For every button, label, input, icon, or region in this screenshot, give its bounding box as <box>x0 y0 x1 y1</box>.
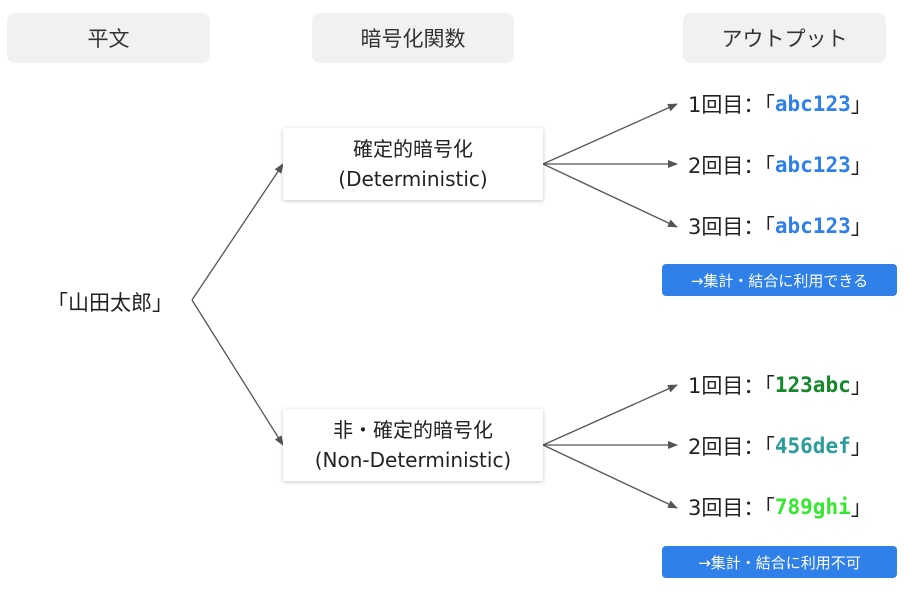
arrow-det-to-output-3 <box>542 163 678 228</box>
output-prefix: 1回目：「 <box>688 93 775 117</box>
header-output: アウトプット <box>683 13 886 63</box>
output-suffix: 」 <box>850 154 872 178</box>
output-suffix: 」 <box>850 374 872 398</box>
output-value: 123abc <box>774 373 851 397</box>
det-output-1: 1回目：「abc123」 <box>688 87 872 121</box>
output-value: abc123 <box>774 92 851 116</box>
header-plaintext: 平文 <box>7 13 210 63</box>
output-prefix: 2回目：「 <box>688 435 775 459</box>
deterministic-box: 確定的暗号化 (Deterministic) <box>283 128 543 200</box>
output-prefix: 3回目：「 <box>688 215 775 239</box>
arrow-nondet-to-output-3 <box>542 444 678 509</box>
output-suffix: 」 <box>850 215 872 239</box>
header-plaintext-label: 平文 <box>87 27 130 51</box>
det-output-2: 2回目：「abc123」 <box>688 148 872 182</box>
arrow-nondet-to-output-1 <box>542 384 678 446</box>
output-value: abc123 <box>774 214 851 238</box>
plaintext-input: 「山田太郎」 <box>47 291 173 315</box>
output-value: abc123 <box>774 153 851 177</box>
deterministic-title: 確定的暗号化 <box>353 137 473 161</box>
header-function: 暗号化関数 <box>312 13 514 63</box>
arrow-input-to-deterministic <box>191 163 284 301</box>
nondet-output-1: 1回目：「123abc」 <box>688 368 872 402</box>
output-suffix: 」 <box>850 496 872 520</box>
nondet-output-3: 3回目：「789ghi」 <box>688 490 872 524</box>
output-value: 456def <box>774 434 851 458</box>
output-prefix: 1回目：「 <box>688 374 775 398</box>
output-suffix: 」 <box>850 93 872 117</box>
arrow-det-to-output-1 <box>542 103 678 165</box>
output-prefix: 3回目：「 <box>688 496 775 520</box>
header-output-label: アウトプット <box>721 27 848 51</box>
output-suffix: 」 <box>850 435 872 459</box>
arrow-input-to-non-deterministic <box>191 299 284 446</box>
output-prefix: 2回目：「 <box>688 154 775 178</box>
output-value: 789ghi <box>774 495 851 519</box>
det-output-3: 3回目：「abc123」 <box>688 209 872 243</box>
deterministic-note-badge: →集計・結合に利用できる <box>662 264 897 296</box>
deterministic-subtitle: (Deterministic) <box>338 167 488 191</box>
non-deterministic-note-badge: →集計・結合に利用不可 <box>662 546 897 578</box>
non-deterministic-subtitle: (Non-Deterministic) <box>314 448 512 472</box>
nondet-output-2: 2回目：「456def」 <box>688 429 872 463</box>
header-function-label: 暗号化関数 <box>360 27 466 51</box>
non-deterministic-box: 非・確定的暗号化 (Non-Deterministic) <box>283 409 543 481</box>
non-deterministic-title: 非・確定的暗号化 <box>333 418 493 442</box>
